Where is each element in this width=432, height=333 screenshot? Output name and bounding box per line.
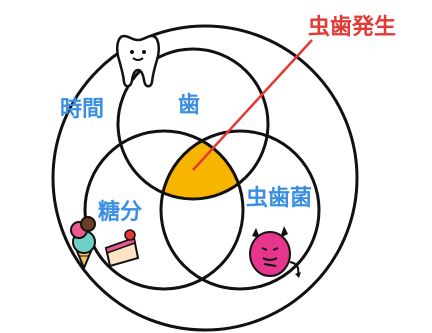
label-caries: 虫歯発生 <box>308 14 396 40</box>
circle-bacteria <box>159 129 321 291</box>
tooth-icon <box>116 34 160 88</box>
ice-cream-icon <box>70 216 96 271</box>
circle-tooth <box>116 47 270 201</box>
label-bacteria: 虫歯菌 <box>246 185 312 211</box>
circle-sugar <box>83 129 245 291</box>
cake-icon <box>104 229 140 268</box>
overlap-region <box>161 131 243 199</box>
label-sugar: 糖分 <box>98 199 142 225</box>
pointer-line <box>192 39 313 171</box>
label-time: 時間 <box>60 97 104 122</box>
label-tooth: 歯 <box>178 92 200 118</box>
outer-circle-time <box>51 24 359 332</box>
bacteria-devil-icon <box>249 226 301 278</box>
